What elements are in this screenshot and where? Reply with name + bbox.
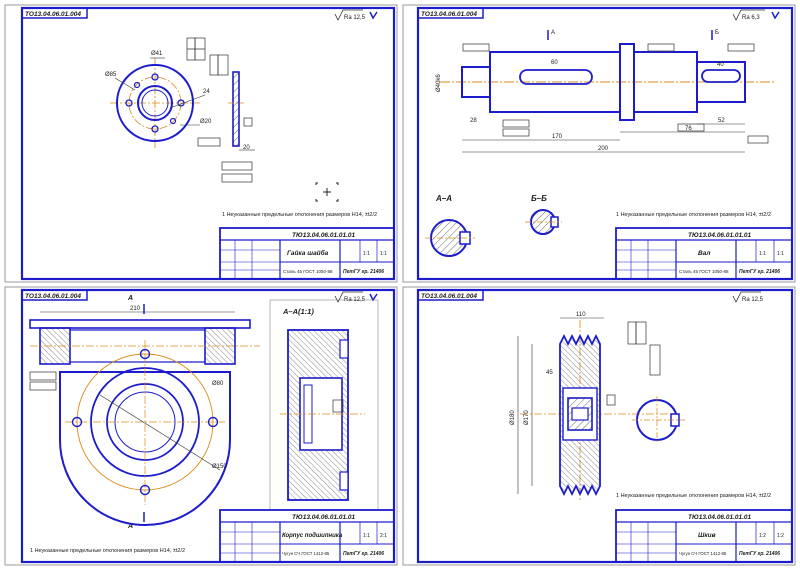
- sheet-tr-drawing: 170 200 76 52 40 60 28 Ø40k6 А Б А–А Б–Б…: [425, 30, 775, 257]
- scale-bl: 2:1: [380, 533, 387, 539]
- sheet-tl-drawing: Ø85 Ø41 24 Ø20 20 1 Неуказанные предельн…: [105, 37, 377, 218]
- material-bl: Чугун СЧ ГОСТ 1412-85: [282, 551, 330, 556]
- title-block-tl: ТЮ13.04.06.01.01.01 Гайка шайба Сталь 45…: [219, 227, 395, 280]
- note-tr: 1 Неуказанные предельные отклонения разм…: [616, 212, 771, 218]
- scale-br: 1:2: [777, 533, 784, 539]
- label-a-bl-top: А: [127, 295, 133, 302]
- note-tl: 1 Неуказанные предельные отклонения разм…: [222, 212, 377, 218]
- section-bl-title: А–А(1:1): [282, 307, 314, 316]
- dim-bl-2: Ø150: [212, 464, 227, 470]
- org-br: ПетГУ гр. 21406: [739, 551, 780, 557]
- code-tl: ТЮ13.04.06.01.01.01: [292, 232, 356, 239]
- dim-br-2: Ø180: [510, 410, 516, 425]
- sheet-bl-drawing: 210 А А Ø150 Ø80 А–А(1:1) 1 Неуказанные …: [29, 295, 379, 554]
- corner-stamps: ТО13.04.06.01.004 ТО13.04.06.01.004 ТО13…: [21, 7, 484, 301]
- rough-tl: Ra 12,5: [344, 15, 366, 21]
- mass-tr: 1:1: [759, 251, 766, 257]
- dim-tl-1: Ø85: [105, 72, 117, 78]
- dim-bl-1: 210: [130, 306, 141, 312]
- stamp-bl: ТО13.04.06.01.004: [25, 293, 81, 300]
- section-b-title: Б–Б: [531, 194, 547, 203]
- mass-tl: 1:1: [363, 251, 370, 257]
- sheet-borders: [4, 4, 796, 566]
- note-bl: 1 Неуказанные предельные отклонения разм…: [30, 548, 185, 554]
- part-bl: Корпус подшипника: [282, 533, 343, 539]
- title-block-br: ТЮ13.04.06.01.01.01 Шкив Чугун СЧ ГОСТ 1…: [615, 509, 793, 563]
- dim-br-3: Ø170: [524, 410, 530, 425]
- dim-tl-5: 20: [243, 145, 250, 151]
- dim-tr-4: 52: [718, 118, 725, 124]
- dim-tl-4: Ø20: [200, 119, 212, 125]
- rough-br: Ra 12,5: [742, 297, 764, 303]
- label-a-tr: А: [551, 30, 555, 36]
- mass-br: 1:2: [759, 533, 766, 539]
- dim-br-1: 110: [576, 312, 586, 318]
- sheet-br-drawing: Ø180 Ø170 110 45 1 Неуказанные предельны…: [510, 312, 771, 500]
- scale-tl: 1:1: [380, 251, 387, 257]
- dim-tr-2: 200: [598, 146, 609, 152]
- dim-tr-3: 76: [685, 126, 692, 132]
- dim-br-4: 45: [546, 370, 553, 376]
- title-blocks: ТЮ13.04.06.01.01.01 Гайка шайба Сталь 45…: [219, 227, 793, 563]
- dim-tr-7: 28: [470, 118, 477, 124]
- part-tr: Вал: [698, 250, 710, 257]
- code-bl: ТЮ13.04.06.01.01.01: [292, 514, 356, 521]
- dim-tl-3: 24: [203, 89, 210, 95]
- material-tl: Сталь 45 ГОСТ 1050-88: [283, 269, 333, 274]
- org-tl: ПетГУ гр. 21406: [343, 269, 384, 275]
- title-block-bl: ТЮ13.04.06.01.01.01 Корпус подшипника Чу…: [219, 509, 395, 563]
- roughness-marks: Ra 12,5 Ra 6,3 Ra 12,5 Ra 12,5: [334, 9, 780, 303]
- dim-tl-2: Ø41: [151, 51, 163, 57]
- scale-tr: 1:1: [777, 251, 784, 257]
- note-br: 1 Неуказанные предельные отклонения разм…: [616, 493, 771, 499]
- org-tr: ПетГУ гр. 21406: [739, 269, 780, 275]
- stamp-br: ТО13.04.06.01.004: [421, 293, 477, 300]
- dim-tr-1: 170: [552, 134, 563, 140]
- dim-bl-3: Ø80: [212, 381, 224, 387]
- section-a-title: А–А: [435, 194, 452, 203]
- label-a-bl-bottom: А: [127, 523, 133, 530]
- dim-tr-8: Ø40k6: [436, 74, 442, 92]
- code-br: ТЮ13.04.06.01.01.01: [688, 514, 752, 521]
- stamp-tr: ТО13.04.06.01.004: [421, 11, 477, 18]
- part-tl: Гайка шайба: [287, 249, 329, 257]
- org-bl: ПетГУ гр. 21406: [343, 551, 384, 557]
- material-tr: Сталь 45 ГОСТ 1050-88: [679, 269, 729, 274]
- stamp-tl: ТО13.04.06.01.004: [25, 11, 81, 18]
- title-grids: [220, 240, 676, 562]
- rough-tr: Ra 6,3: [742, 15, 760, 21]
- label-b-tr: Б: [715, 30, 719, 36]
- dim-tr-6: 60: [551, 60, 558, 66]
- dim-tr-5: 40: [717, 62, 724, 68]
- part-br: Шкив: [698, 532, 716, 539]
- title-block-tr: ТЮ13.04.06.01.01.01 Вал Сталь 45 ГОСТ 10…: [615, 227, 793, 280]
- code-tr: ТЮ13.04.06.01.01.01: [688, 232, 752, 239]
- mass-bl: 1:1: [363, 533, 370, 539]
- material-br: Чугун СЧ ГОСТ 1412-85: [679, 551, 727, 556]
